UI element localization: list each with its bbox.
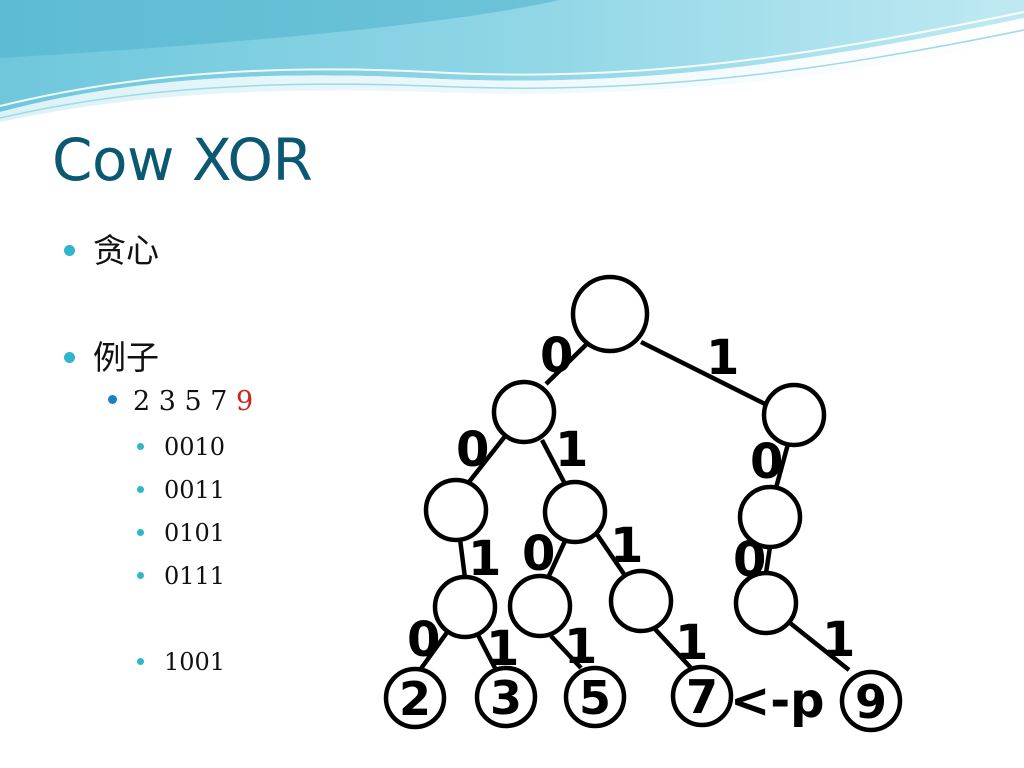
trie-leaf-node (383, 666, 447, 730)
trie-leaf-label: 9 (855, 675, 887, 729)
binary-item: 0111 (137, 562, 225, 590)
trie-node (491, 379, 557, 445)
bullet-greedy-text: 贪心 (93, 231, 159, 270)
bullet-dot-icon (108, 395, 117, 404)
trie-edge-label: 1 (706, 330, 739, 386)
trie-edge (467, 433, 508, 484)
trie-edge-label: 0 (540, 328, 573, 384)
trie-edge (549, 634, 583, 670)
binary-item-text: 0111 (164, 562, 226, 590)
trie-edge (639, 339, 769, 408)
trie-leaf-label: 7 (686, 670, 718, 724)
bullet-greedy: 贪心 (64, 224, 159, 272)
sequence-highlight: 9 (236, 386, 254, 417)
trie-edge-label: 0 (522, 526, 555, 582)
binary-item-text: 1001 (164, 648, 226, 676)
trie-edge (788, 621, 851, 672)
trie-node (507, 573, 573, 639)
binary-item: 0101 (137, 519, 225, 547)
trie-edge-label: 1 (822, 612, 855, 668)
trie-edge-label: 1 (610, 518, 643, 574)
binary-item-text: 0010 (164, 433, 226, 461)
trie-leaf-node (563, 665, 627, 729)
trie-edge (592, 528, 628, 579)
trie-edge-label: 1 (486, 621, 519, 677)
trie-edge (763, 546, 773, 574)
trie-node (542, 479, 608, 545)
trie-edge (773, 443, 791, 489)
trie-edge-label: 1 (564, 619, 597, 675)
bullet-dot-icon (64, 244, 75, 256)
trie-edge (652, 626, 693, 670)
trie-diagram: 0 1 0 1 0 1 0 1 0 0 1 1 1 1 2 3 5 7 9 <-… (383, 274, 903, 733)
bullet-dot-icon (137, 443, 144, 450)
trie-root-node (570, 274, 650, 354)
trie-edge-label: 1 (555, 422, 588, 478)
bullet-dot-icon (64, 351, 75, 363)
trie-edge-label: 1 (675, 615, 708, 671)
bullet-dot-icon (137, 572, 144, 579)
trie-node (608, 568, 674, 634)
trie-node (737, 484, 803, 550)
binary-item: 0011 (137, 476, 225, 504)
trie-edge-label: 1 (468, 531, 501, 587)
binary-item-text: 0011 (164, 476, 226, 504)
trie-leaf-label: 5 (579, 671, 611, 725)
trie-node (432, 574, 498, 640)
trie-node (733, 570, 799, 636)
trie-leaf-node (474, 665, 538, 729)
trie-edge-label: 0 (733, 532, 766, 588)
trie-edge (475, 633, 499, 672)
bullet-example-text: 例子 (93, 338, 159, 377)
trie-node (423, 477, 489, 543)
trie-leaf-node (839, 669, 903, 733)
trie-edge (418, 629, 450, 672)
trie-leaf-label: 3 (490, 671, 522, 725)
bullet-sequence: 2 3 5 7 9 (108, 386, 253, 417)
pointer-label: <-p (730, 673, 825, 729)
binary-item: 0010 (137, 433, 225, 461)
bullet-dot-icon (137, 529, 144, 536)
trie-edge (545, 540, 568, 579)
bullet-example: 例子 (64, 331, 159, 379)
trie-leaf-node (670, 664, 734, 728)
slide-title: Cow XOR (52, 126, 313, 194)
trie-edge (540, 438, 567, 486)
bullet-dot-icon (137, 658, 144, 665)
trie-edge (457, 538, 468, 579)
binary-item: 1001 (137, 648, 225, 676)
trie-leaf-label: 2 (399, 672, 431, 726)
trie-node (761, 382, 827, 448)
header-wave-decoration (0, 0, 1024, 130)
trie-edge-label: 0 (407, 612, 440, 668)
trie-edge-label: 0 (456, 422, 489, 478)
binary-item-text: 0101 (164, 519, 226, 547)
trie-edge-label: 0 (750, 434, 783, 490)
sequence-text: 2 3 5 7 (133, 386, 237, 417)
bullet-dot-icon (137, 486, 144, 493)
